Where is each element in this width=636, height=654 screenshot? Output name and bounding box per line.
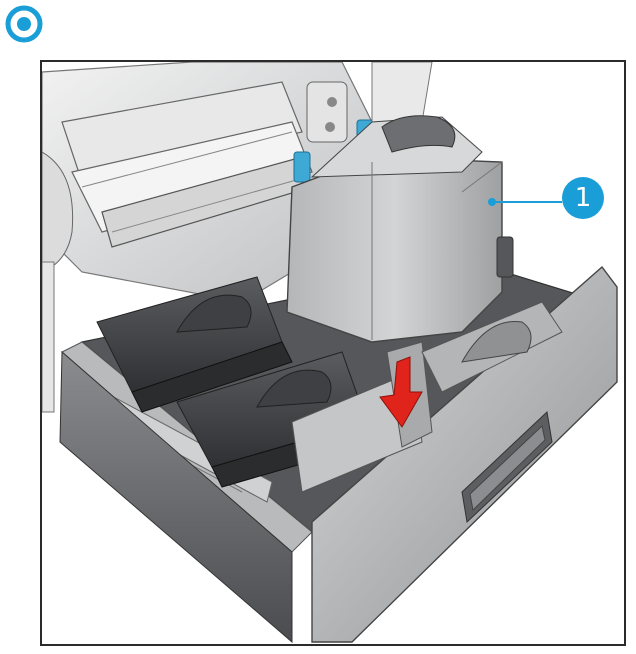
- insert-direction-arrow: [379, 356, 423, 428]
- media-cassette-right: [421, 301, 563, 393]
- callout-1: [492, 177, 604, 219]
- illustration-frame: 1: [40, 60, 626, 646]
- eye-icon: [5, 5, 43, 43]
- media-cassette-being-inserted: [286, 115, 514, 343]
- printer-drawer-illustration: [42, 62, 618, 644]
- callout-1-label: 1: [574, 183, 592, 213]
